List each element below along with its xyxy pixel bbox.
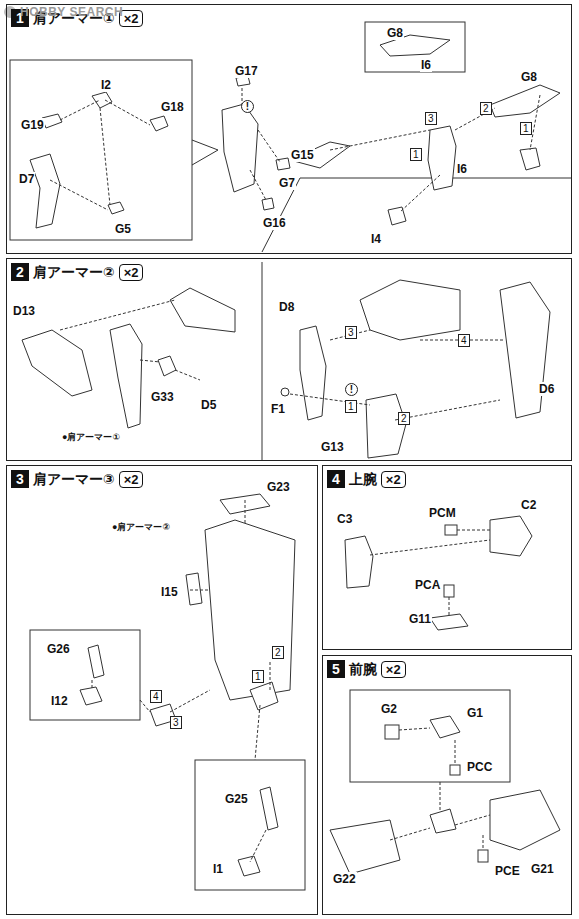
part-label: G11 xyxy=(408,612,432,626)
part-label: I12 xyxy=(50,694,69,708)
part-label: G8 xyxy=(520,70,538,84)
part-label: C3 xyxy=(336,512,353,526)
step-order-number: 4 xyxy=(150,690,162,703)
step-panel: 5前腕×2 xyxy=(322,655,572,915)
part-label: D13 xyxy=(12,304,36,318)
part-label: I4 xyxy=(370,232,382,246)
part-label: D8 xyxy=(278,300,295,314)
part-label: G2 xyxy=(380,702,398,716)
step-title: 肩アーマー③ xyxy=(33,470,115,488)
part-label: I2 xyxy=(100,78,112,92)
part-label: PCA xyxy=(414,578,441,592)
step-heading: 2肩アーマー②×2 xyxy=(11,263,143,281)
step-title: 肩アーマー② xyxy=(33,263,115,281)
step-order-number: 1 xyxy=(345,400,357,413)
step-number: 5 xyxy=(327,660,345,678)
part-label: G15 xyxy=(290,148,315,162)
step-order-number: 2 xyxy=(272,646,284,659)
part-label: I6 xyxy=(420,58,432,72)
part-label: G8 xyxy=(386,26,404,40)
step-order-number: 3 xyxy=(170,716,182,729)
part-label: I6 xyxy=(456,162,468,176)
part-label: I1 xyxy=(212,862,224,876)
subassembly-note: ●肩アーマー② xyxy=(112,520,170,534)
step-title: 上腕 xyxy=(349,470,377,488)
part-label: G1 xyxy=(466,706,484,720)
part-label: G16 xyxy=(262,216,287,230)
step-order-number: 1 xyxy=(410,148,422,161)
step-order-number: 1 xyxy=(520,122,532,135)
part-label: D6 xyxy=(538,382,555,396)
step-order-number: 1 xyxy=(252,670,264,683)
part-label: G25 xyxy=(224,792,249,806)
step-heading: 5前腕×2 xyxy=(327,660,406,678)
part-label: G23 xyxy=(266,480,291,494)
part-label: I15 xyxy=(160,585,179,599)
part-label: PCE xyxy=(494,864,521,878)
step-panel: 1肩アーマー①×2 xyxy=(6,4,572,254)
part-label: G13 xyxy=(320,440,345,454)
part-label: G7 xyxy=(278,176,296,190)
part-label: G5 xyxy=(114,222,132,236)
step-order-number: 3 xyxy=(425,112,437,125)
part-label: D7 xyxy=(18,172,35,186)
step-order-number: 3 xyxy=(345,326,357,339)
step-panel: 4上腕×2 xyxy=(322,465,572,650)
step-number: 4 xyxy=(327,470,345,488)
step-order-number: 2 xyxy=(398,412,410,425)
part-label: G22 xyxy=(332,872,357,886)
part-label: G19 xyxy=(20,118,45,132)
step-number: 2 xyxy=(11,263,29,281)
step-order-number: 4 xyxy=(458,334,470,347)
quantity-badge: ×2 xyxy=(119,264,144,281)
step-title: 前腕 xyxy=(349,660,377,678)
quantity-badge: ×2 xyxy=(119,471,144,488)
quantity-badge: ×2 xyxy=(381,661,406,678)
step-heading: 3肩アーマー③×2 xyxy=(11,470,143,488)
part-label: F1 xyxy=(270,402,286,416)
subassembly-note: ●肩アーマー① xyxy=(62,430,120,444)
caution-mark: ! xyxy=(345,383,358,396)
caution-mark: ! xyxy=(241,100,254,113)
part-label: G26 xyxy=(46,642,71,656)
watermark: HOBBY SEARCH xyxy=(20,5,123,19)
part-label: G33 xyxy=(150,390,175,404)
part-label: G18 xyxy=(160,100,185,114)
quantity-badge: ×2 xyxy=(381,471,406,488)
part-label: G17 xyxy=(234,64,259,78)
step-number: 3 xyxy=(11,470,29,488)
step-heading: 4上腕×2 xyxy=(327,470,406,488)
step-order-number: 2 xyxy=(480,102,492,115)
part-label: PCC xyxy=(466,760,493,774)
part-label: C2 xyxy=(520,498,537,512)
part-label: G21 xyxy=(530,862,555,876)
part-label: D5 xyxy=(200,398,217,412)
part-label: PCM xyxy=(428,506,457,520)
